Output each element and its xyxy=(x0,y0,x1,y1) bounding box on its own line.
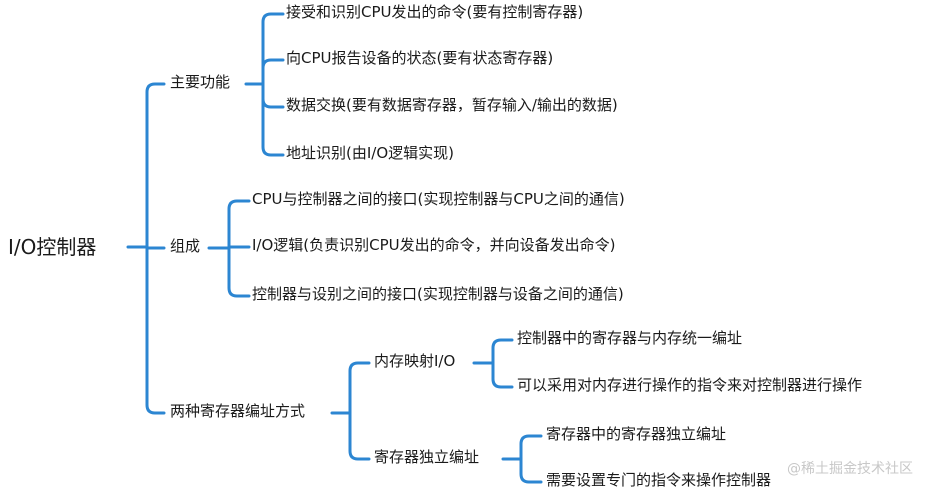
node-memory-mapped-io[interactable]: 内存映射I/O xyxy=(374,352,456,370)
connector-root-branch-0 xyxy=(145,82,166,249)
node-cpu-controller-interface[interactable]: CPU与控制器之间的接口(实现控制器与CPU之间的通信) xyxy=(252,190,625,208)
node-io-logic[interactable]: I/O逻辑(负责识别CPU发出的命令，并向设备发出命令) xyxy=(252,236,616,254)
connector-memory-mapped-branch-0 xyxy=(491,338,514,365)
connector-main-functions-branch-0 xyxy=(261,12,285,86)
connector-addressing-branch-1 xyxy=(348,411,371,461)
connector-composition-branch-0 xyxy=(227,199,251,250)
node-register-addressing[interactable]: 两种寄存器编址方式 xyxy=(170,402,306,420)
node-unified-addressing[interactable]: 控制器中的寄存器与内存统一编址 xyxy=(517,329,743,347)
node-recognize-cpu-commands[interactable]: 接受和识别CPU发出的命令(要有控制寄存器) xyxy=(286,3,584,21)
node-address-recognition[interactable]: 地址识别(由I/O逻辑实现) xyxy=(286,144,454,162)
node-data-exchange[interactable]: 数据交换(要有数据寄存器，暂存输入/输出的数据) xyxy=(286,96,618,114)
node-memory-instructions[interactable]: 可以采用对内存进行操作的指令来对控制器进行操作 xyxy=(517,376,863,394)
node-independent-register-addressing[interactable]: 寄存器独立编址 xyxy=(374,448,480,466)
connector-addressing-branch-0 xyxy=(348,361,371,415)
connector-independent-branch-1 xyxy=(519,457,543,484)
connector-root-branch-2 xyxy=(145,245,166,415)
root-node-io-controller[interactable]: I/O控制器 xyxy=(8,235,97,259)
connector-main-functions-branch-2 xyxy=(261,82,285,109)
connector-main-functions-branch-3 xyxy=(261,82,285,157)
connector-main-functions-branch-1 xyxy=(261,58,285,86)
node-composition[interactable]: 组成 xyxy=(170,237,201,255)
connector-composition-branch-2 xyxy=(227,246,251,298)
watermark-text: @稀土掘金技术社区 xyxy=(787,461,913,477)
node-special-instructions[interactable]: 需要设置专门的指令来操作控制器 xyxy=(546,471,772,489)
node-controller-device-interface[interactable]: 控制器与设别之间的接口(实现控制器与设备之间的通信) xyxy=(252,285,624,303)
node-main-functions[interactable]: 主要功能 xyxy=(170,73,231,91)
node-report-device-status[interactable]: 向CPU报告设备的状态(要有状态寄存器) xyxy=(286,49,554,67)
connector-memory-mapped-branch-1 xyxy=(491,361,514,389)
node-independent-addressing[interactable]: 寄存器中的寄存器独立编址 xyxy=(546,425,727,443)
connector-independent-branch-0 xyxy=(519,434,543,461)
